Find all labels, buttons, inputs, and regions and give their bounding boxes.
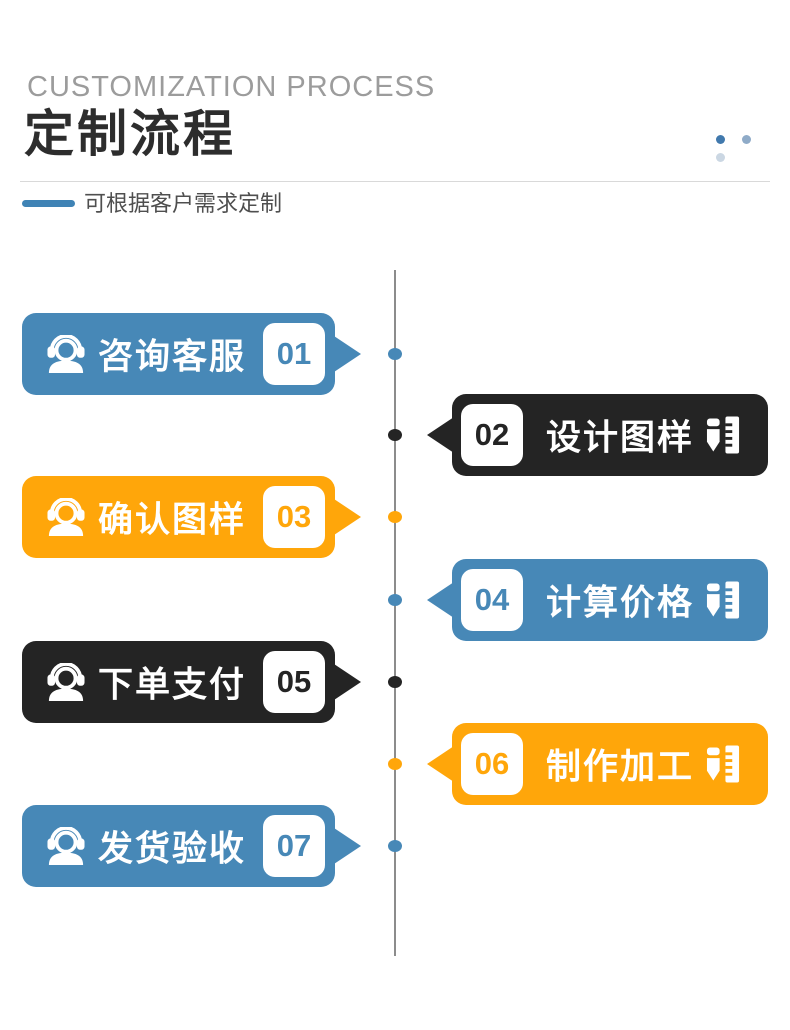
arrow-right-icon (334, 664, 361, 700)
step-2-design-pattern: 02 设计图样 (427, 394, 768, 476)
step-6-production: 06 制作加工 (427, 723, 768, 805)
arrow-right-icon (334, 499, 361, 535)
customer-service-headset-icon (45, 335, 87, 373)
step-4-calculate-price: 04 计算价格 (427, 559, 768, 641)
step-number-badge: 01 (263, 323, 325, 385)
step-label: 计算价格 (546, 583, 695, 623)
timeline-dot (388, 348, 402, 360)
step-number-badge: 05 (263, 651, 325, 713)
arrow-right-icon (334, 336, 361, 372)
step-number-badge: 07 (263, 815, 325, 877)
title-english: CUSTOMIZATION PROCESS (27, 71, 436, 103)
step-3-confirm-pattern: 确认图样 03 (22, 476, 361, 558)
divider-line (20, 181, 770, 182)
step-1-consult-service: 咨询客服 01 (22, 313, 361, 395)
subtitle-dash (22, 200, 75, 207)
step-label: 设计图样 (546, 418, 695, 458)
arrow-left-icon (427, 582, 454, 618)
customer-service-headset-icon (45, 827, 87, 865)
step-7-ship-accept: 发货验收 07 (22, 805, 361, 887)
step-label: 制作加工 (546, 747, 695, 787)
timeline-dot (388, 511, 402, 523)
step-label: 确认图样 (98, 500, 247, 540)
step-number-badge: 06 (461, 733, 523, 795)
step-number-badge: 03 (263, 486, 325, 548)
timeline-dot (388, 840, 402, 852)
timeline-dot (388, 429, 402, 441)
page-title: 定制流程 (24, 106, 236, 162)
step-number-badge: 04 (461, 569, 523, 631)
timeline-dot (388, 676, 402, 688)
step-label: 下单支付 (98, 665, 247, 705)
step-label: 咨询客服 (98, 337, 247, 377)
timeline-line (394, 270, 396, 956)
decor-dot-icon (716, 135, 725, 144)
step-label: 发货验收 (98, 829, 247, 869)
step-5-order-pay: 下单支付 05 (22, 641, 361, 723)
timeline-dot (388, 758, 402, 770)
decor-dot-icon (742, 135, 752, 144)
arrow-right-icon (334, 828, 361, 864)
pen-ruler-icon (706, 745, 741, 784)
arrow-left-icon (427, 417, 454, 453)
subtitle-text: 可根据客户需求定制 (84, 191, 283, 216)
arrow-left-icon (427, 746, 454, 782)
pen-ruler-icon (706, 416, 741, 455)
customer-service-headset-icon (45, 663, 87, 701)
decor-dots (716, 135, 790, 162)
customer-service-headset-icon (45, 498, 87, 536)
pen-ruler-icon (706, 581, 741, 620)
step-number-badge: 02 (461, 404, 523, 466)
decor-dot-icon (716, 153, 725, 162)
timeline-dot (388, 594, 402, 606)
